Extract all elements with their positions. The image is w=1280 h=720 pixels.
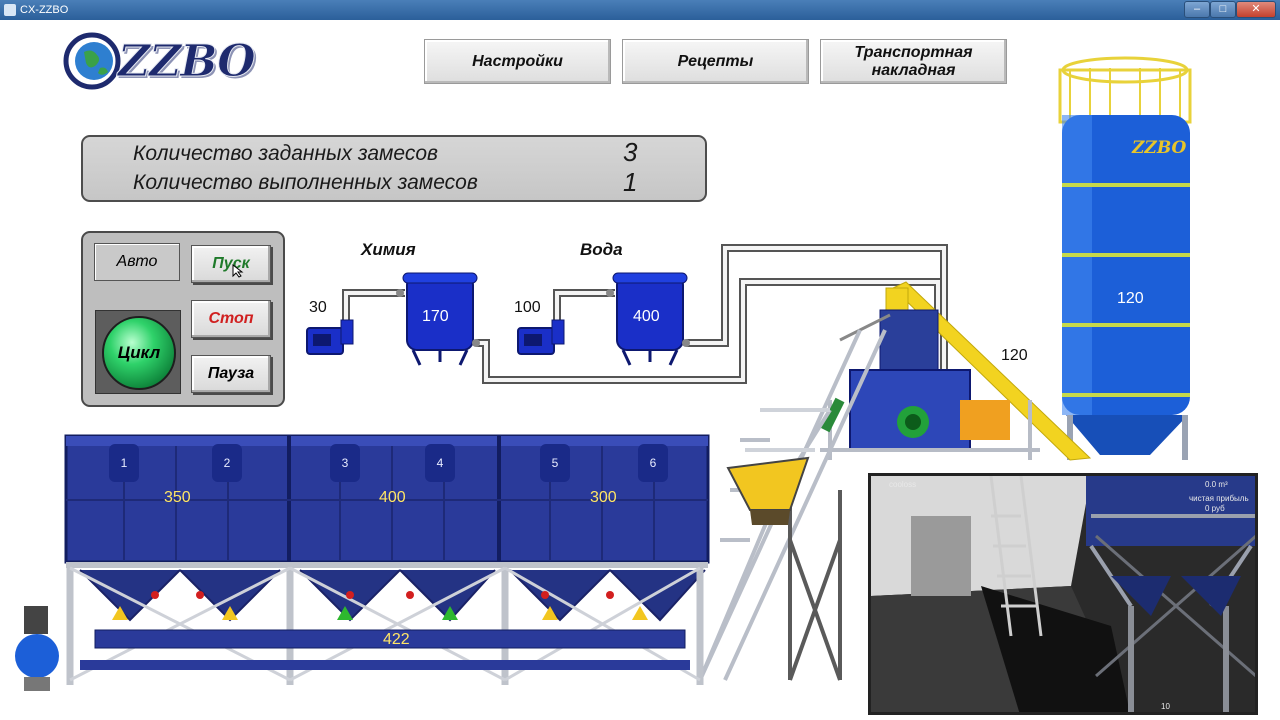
- skip-hoist-frame: [698, 329, 887, 681]
- camera-profit-value: 0 руб: [1205, 504, 1225, 513]
- camera-profit-label: чистая прибыль: [1189, 494, 1249, 503]
- settings-button[interactable]: Настройки: [424, 39, 611, 84]
- bin-gate-3: 3: [330, 444, 360, 482]
- water-title: Вода: [580, 240, 623, 259]
- globe-icon: [63, 32, 121, 90]
- waybill-button[interactable]: Транспортная накладная: [820, 39, 1007, 84]
- batches-set-value: 3: [623, 137, 638, 167]
- silo-brand: ZZBO: [1132, 138, 1187, 158]
- water-pump-icon: [517, 319, 565, 355]
- pause-button[interactable]: Пауза: [191, 355, 271, 393]
- start-button[interactable]: Пуск: [191, 245, 271, 283]
- bin-gate-6: 6: [638, 444, 668, 482]
- air-compressor-icon: [15, 606, 59, 691]
- bin-gate-2: 2: [212, 444, 242, 482]
- screw-value: 120: [1001, 347, 1028, 364]
- scada-canvas: ZZBO Настройки Рецепты Транспортная накл…: [0, 20, 1280, 720]
- batch-counter-panel: Количество заданных замесов 3 Количество…: [81, 135, 707, 202]
- skip-bucket-icon: [726, 456, 810, 525]
- chemistry-title: Химия: [361, 240, 416, 259]
- auto-mode-indicator: Авто: [94, 243, 180, 281]
- mode-control-panel: Авто Пуск Стоп Пауза Цикл: [81, 231, 285, 407]
- batches-set-label: Количество заданных замесов: [133, 142, 439, 165]
- bin-gate-1: 1: [109, 444, 139, 482]
- camera-scene: [871, 476, 1255, 712]
- window-title: CX-ZZBO: [20, 4, 69, 16]
- bin-1-value: 350: [164, 489, 191, 506]
- chemistry-tank-value: 170: [422, 308, 449, 325]
- camera-view[interactable]: cooloss 0.0 m³ чистая прибыль 0 руб 10: [868, 473, 1258, 715]
- water-chem-piping: [342, 244, 948, 420]
- silo-value: 120: [1117, 290, 1144, 307]
- cycle-button-well: Цикл: [95, 310, 181, 394]
- screw-conveyor-icon: [885, 281, 1092, 461]
- camera-label-left: cooloss: [889, 480, 917, 489]
- bin-gate-5: 5: [540, 444, 570, 482]
- chemistry-pump-value: 30: [309, 299, 327, 316]
- camera-footer: 10: [1161, 702, 1170, 711]
- mouse-cursor-icon: [232, 264, 244, 278]
- mixer-icon: [820, 309, 1040, 460]
- bin-gate-4: 4: [425, 444, 455, 482]
- close-button[interactable]: ✕: [1236, 1, 1276, 18]
- cycle-button[interactable]: Цикл: [102, 316, 176, 390]
- batches-done-label: Количество выполненных замесов: [133, 171, 478, 194]
- cement-silo-icon: [1058, 56, 1192, 460]
- logo-text: ZZBO: [118, 36, 257, 88]
- recipes-button[interactable]: Рецепты: [622, 39, 809, 84]
- water-tank-value: 400: [633, 308, 660, 325]
- stop-button[interactable]: Стоп: [191, 300, 271, 338]
- bin-2-value: 400: [379, 489, 406, 506]
- camera-volume: 0.0 m³: [1205, 480, 1228, 489]
- water-pump-value: 100: [514, 299, 541, 316]
- maximize-button[interactable]: □: [1210, 1, 1236, 18]
- window-titlebar: CX-ZZBO ‒ □ ✕: [0, 0, 1280, 20]
- chemistry-pump-icon: [306, 319, 354, 355]
- batches-done-value: 1: [623, 167, 638, 197]
- brand-logo: ZZBO: [62, 30, 282, 90]
- conveyor-value: 422: [383, 631, 410, 648]
- minimize-button[interactable]: ‒: [1184, 1, 1210, 18]
- bin-3-value: 300: [590, 489, 617, 506]
- app-icon: [4, 4, 16, 16]
